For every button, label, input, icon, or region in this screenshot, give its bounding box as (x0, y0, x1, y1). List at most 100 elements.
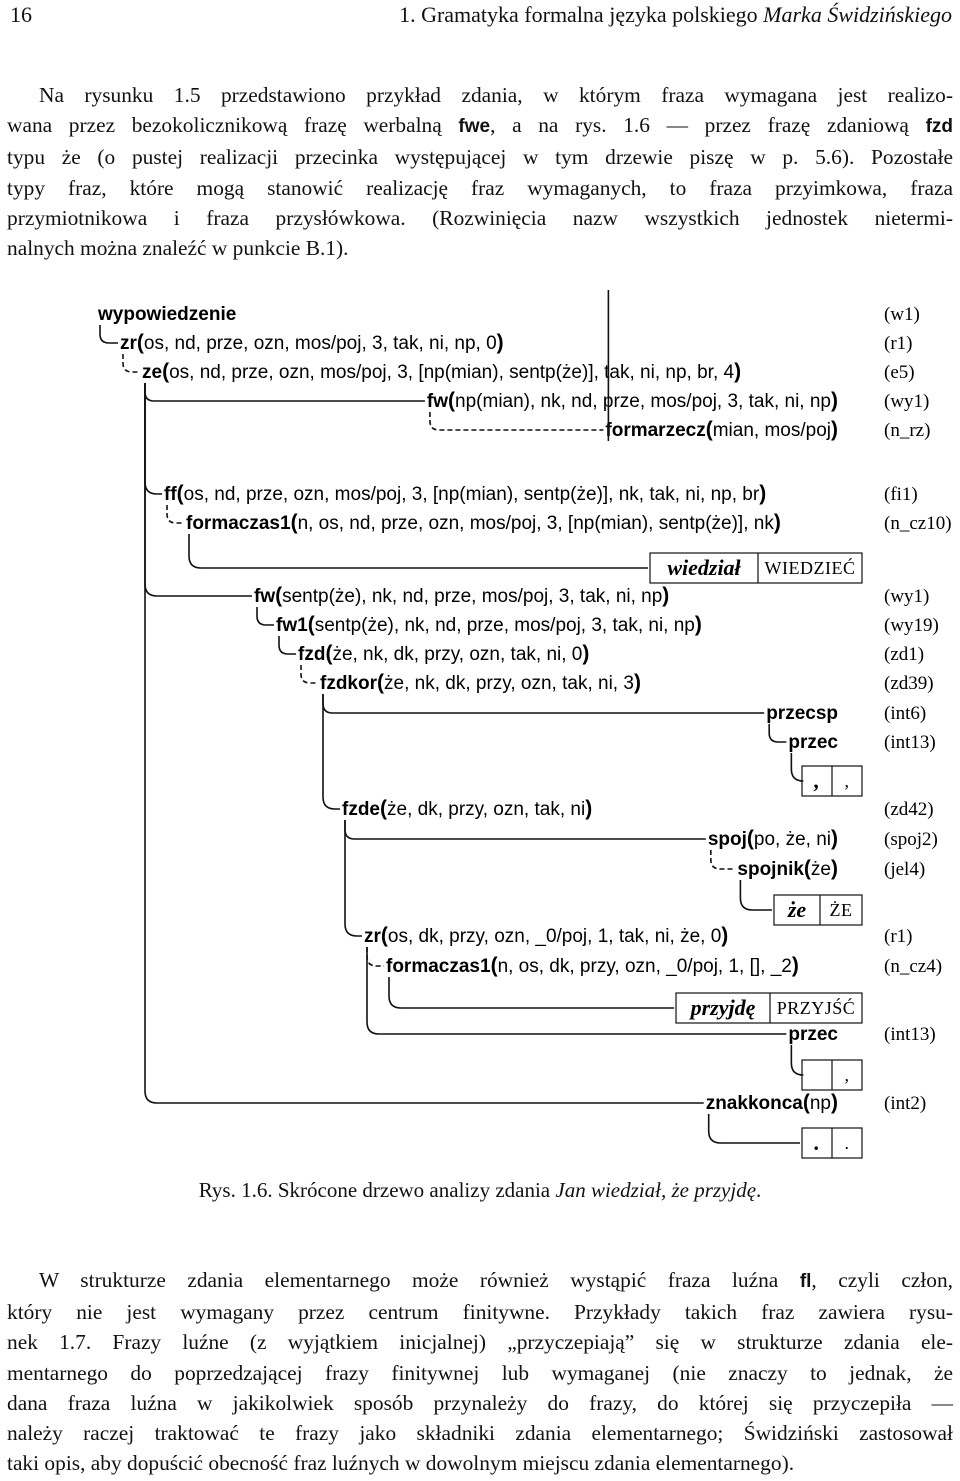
node-features: n, os, nd, prze, ozn, mos/poj, 3, [np(mi… (298, 513, 775, 534)
node-label: formaczas1 (386, 956, 491, 977)
close-paren: ) (792, 954, 799, 977)
text-run: mentarnego do poprzedzającej frazy finit… (7, 1360, 953, 1385)
close-paren: ) (497, 331, 504, 354)
open-paren: ( (325, 642, 332, 665)
word-form: że (787, 897, 807, 922)
tree-node-fzde: fzde(że, dk, przy, ozn, tak, ni) (342, 797, 592, 820)
tree-edge (388, 977, 674, 1009)
text-run: W strukturze zdania elementarnego może r… (39, 1268, 800, 1292)
figure-caption: Rys. 1.6. Skrócone drzewo analizy zdania… (0, 1178, 960, 1203)
head-edge (429, 412, 604, 431)
chapter-title-author: Marka Świdzińskiego (763, 2, 952, 27)
tree-node-znakkonca: znakkonca(np) (706, 1091, 838, 1114)
node-features: os, nd, prze, ozn, mos/poj, 3, tak, ni, … (144, 333, 497, 354)
node-label: wypowiedzenie (97, 304, 236, 325)
text-run: wana przez bezokolicznikową frazę werbal… (7, 113, 459, 138)
tree-edge (739, 880, 772, 911)
tree-edge (707, 1114, 800, 1144)
lemma: . (845, 1133, 850, 1153)
caption-sentence: Jan wiedział, że przyjdę (555, 1178, 757, 1202)
lemma: WIEDZIEĆ (765, 557, 856, 578)
close-paren: ) (831, 1091, 838, 1114)
parse-tree-figure: wypowiedzenie(w1)zr(os, nd, prze, ozn, m… (97, 290, 952, 1159)
close-paren: ) (831, 418, 838, 441)
open-paren: ( (377, 671, 384, 694)
lemma: ŻE (830, 900, 853, 920)
tree-edge (322, 694, 765, 714)
rule-id: (n_rz) (884, 420, 930, 441)
tree-node-przec: przec (788, 732, 838, 753)
node-label: przecsp (766, 703, 838, 724)
node-label: fzd (298, 644, 325, 665)
head-edge (300, 665, 318, 684)
node-label: zr (120, 333, 138, 354)
terminal-frame (649, 552, 863, 584)
open-paren: ( (491, 954, 498, 977)
node-features: po, że, ni (754, 829, 831, 850)
text-run: typy fraz, które mogą stanowić realizacj… (7, 175, 953, 200)
node-features: np(mian), nk, nd, prze, mos/poj, 3, tak,… (455, 391, 831, 412)
tree-edge (188, 534, 648, 569)
text-run: , czyli człon, (811, 1268, 953, 1292)
node-label: fzdkor (320, 673, 378, 694)
terminal-frame (773, 894, 863, 926)
terminal-frame (675, 992, 863, 1024)
text-run: Na rysunku 1.5 przedstawiono przykład zd… (39, 83, 953, 107)
intro-line: Na rysunku 1.5 przedstawiono przykład zd… (7, 80, 953, 110)
open-paren: ( (162, 360, 169, 383)
intro-line: nalnych można znaleźć w punkcie B.1). (7, 233, 953, 263)
tree-node-fw1: fw1(sentp(że), nk, nd, prze, mos/poj, 3,… (276, 613, 702, 636)
node-features: że (811, 859, 831, 880)
head-edge (122, 354, 140, 373)
rule-id: (int6) (884, 703, 926, 724)
text-run: typu że (o pustej realizacji przecinka w… (7, 145, 953, 170)
text-run: przymiotnikowa i fraza przysłówkowa. (Ro… (7, 205, 953, 230)
rule-id: (wy1) (884, 391, 929, 412)
tree-node-zr: zr(os, nd, prze, ozn, mos/poj, 3, tak, n… (120, 331, 504, 354)
tree-edge (144, 383, 704, 1104)
node-label: przec (788, 1024, 838, 1045)
tree-edge (768, 724, 787, 743)
node-features: że, nk, dk, przy, ozn, tak, ni, 0 (332, 644, 582, 665)
open-paren: ( (380, 797, 387, 820)
close-paren: ) (774, 511, 781, 534)
rule-id: (int13) (884, 1024, 936, 1045)
rule-id: (r1) (884, 926, 912, 947)
rule-id: (wy1) (884, 586, 929, 607)
phrase-symbol: fl (799, 1271, 812, 1292)
rule-id: (n_cz4) (884, 956, 942, 977)
text-run: nalnych można znaleźć w punkcie B.1). (7, 236, 349, 261)
node-features: że, dk, przy, ozn, tak, ni (387, 799, 585, 820)
node-label: formaczas1 (186, 513, 291, 534)
tree-node-fzdkor: fzdkor(że, nk, dk, przy, ozn, tak, ni, 3… (320, 671, 641, 694)
body-line: W strukturze zdania elementarnego może r… (7, 1265, 953, 1297)
word-form: wiedział (667, 555, 741, 580)
head-edge (710, 850, 736, 870)
close-paren: ) (831, 857, 838, 880)
open-paren: ( (804, 857, 811, 880)
terminal-box: , (801, 1059, 863, 1091)
node-label: zr (364, 926, 382, 947)
rule-id: (e5) (884, 362, 915, 383)
terminal-box: że ŻE (773, 894, 863, 926)
tree-edge (790, 1045, 804, 1076)
tree-edge (144, 383, 425, 402)
open-paren: ( (177, 482, 184, 505)
body-line: taki opis, aby dopuścić obecność fraz lu… (7, 1448, 953, 1478)
terminal-box: wiedział WIEDZIEĆ (649, 552, 863, 584)
open-paren: ( (308, 613, 315, 636)
open-paren: ( (381, 924, 388, 947)
close-paren: ) (634, 671, 641, 694)
tree-edge (99, 325, 118, 344)
body-line: należy raczej traktować te frazy jako sk… (7, 1418, 953, 1448)
tree-edge (790, 753, 804, 782)
text-run: taki opis, aby dopuścić obecność fraz lu… (7, 1451, 795, 1476)
head-edge (166, 505, 184, 524)
tree-node-ff: ff(os, nd, prze, ozn, mos/poj, 3, [np(mi… (164, 482, 766, 505)
node-features: os, nd, prze, ozn, mos/poj, 3, [np(mian)… (169, 362, 734, 383)
open-paren: ( (275, 584, 282, 607)
close-paren: ) (831, 389, 838, 412)
node-label: spoj (708, 829, 747, 850)
rule-id: (int2) (884, 1093, 926, 1114)
